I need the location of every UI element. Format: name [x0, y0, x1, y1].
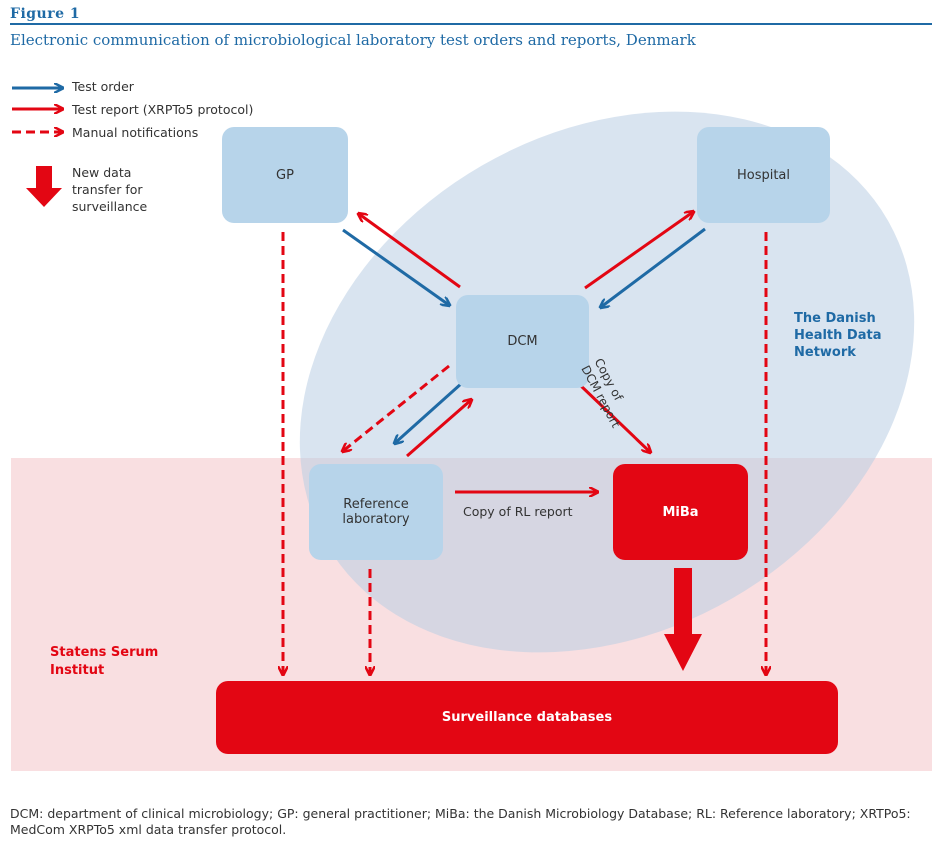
- ssi-label: Statens Serum Institut: [50, 645, 159, 678]
- figure-label: Figure 1: [10, 6, 81, 22]
- network-region: [299, 111, 915, 653]
- hospital-to-dcm-order-arrow: [601, 227, 706, 307]
- footnote: DCM: department of clinical microbiology…: [10, 806, 911, 837]
- surveillance-databases-node: Surveillance databases: [216, 681, 838, 754]
- title-rule: [10, 23, 932, 25]
- dcm-node: DCM: [456, 295, 589, 388]
- reference-lab-label: Reference laboratory: [342, 497, 410, 527]
- reflab-to-dcm-report-arrow: [406, 400, 471, 458]
- network-label: The Danish Health Data Network: [794, 311, 882, 360]
- gp-to-dcm-order-arrow: [342, 228, 449, 305]
- copy-rl-report-label: Copy of RL report: [463, 504, 573, 519]
- miba-node: MiBa: [613, 464, 748, 560]
- dcm-to-gp-report-arrow: [359, 214, 461, 289]
- gp-node: GP: [222, 127, 348, 223]
- dcm-to-hospital-report-arrow: [584, 212, 693, 290]
- legend-test-order-label: Test order: [72, 79, 134, 94]
- reference-lab-node: Reference laboratory: [309, 464, 443, 560]
- figure-title: Electronic communication of microbiologi…: [10, 31, 696, 49]
- miba-transfer-arrow: [664, 568, 702, 671]
- legend-new-transfer-label: New data transfer for surveillance: [72, 165, 148, 214]
- legend-new-transfer-arrow: [26, 166, 62, 207]
- dcm-to-miba-copy-arrow: [578, 383, 650, 452]
- dcm-to-reflab-order-arrow: [395, 381, 464, 443]
- legend-test-report-label: Test report (XRPTo5 protocol): [72, 102, 254, 117]
- hospital-node: Hospital: [697, 127, 830, 223]
- dcm-to-reflab-manual-arrow: [343, 364, 450, 451]
- legend-manual-label: Manual notifications: [72, 125, 199, 140]
